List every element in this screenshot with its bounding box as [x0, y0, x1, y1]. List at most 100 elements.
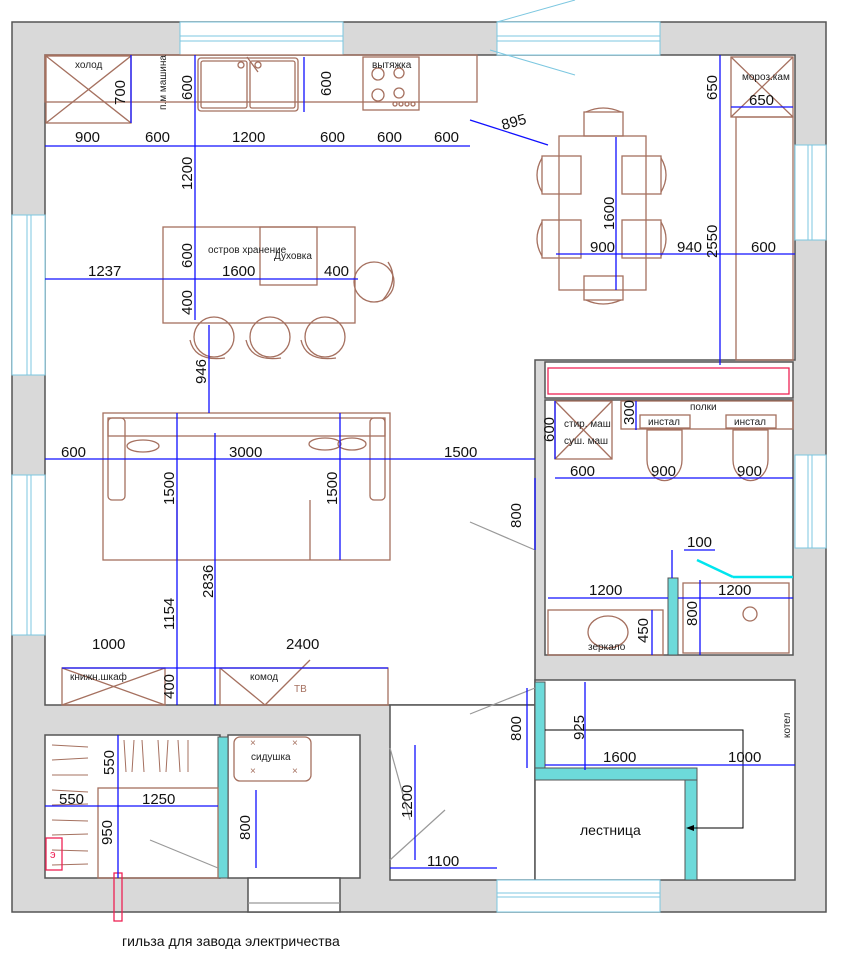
window-left-1: [11, 214, 46, 376]
dim-label: 550: [101, 750, 118, 775]
window-right-1: [794, 144, 827, 241]
seat-label: сидушка: [251, 752, 291, 763]
dim-label: 946: [193, 359, 210, 384]
entry-door-left[interactable]: [389, 747, 411, 821]
dim-label: 950: [99, 820, 116, 845]
dryer-label: суш. маш: [564, 436, 608, 447]
dim-label: 100: [687, 534, 712, 551]
dim-label: 1600: [603, 749, 636, 766]
bookcase-label: книжн.шкаф: [70, 671, 127, 683]
dim-label: 450: [635, 618, 652, 643]
dimension-labels: 900 600 1200 600 600 600 700 600 600 895…: [59, 71, 776, 870]
shower-tray: [682, 582, 790, 654]
sleeve-caption: гильза для завода электричества: [122, 933, 340, 949]
toilet-icon: [646, 429, 683, 482]
washer-label: стир. маш: [564, 419, 611, 430]
shower-drain-icon: [742, 606, 758, 622]
cooktop-icon: [362, 56, 420, 111]
shelves-label: полки: [690, 402, 717, 413]
dim-label: 600: [570, 463, 595, 480]
dim-label: 800: [508, 716, 525, 741]
dim-label: 600: [320, 129, 345, 146]
svg-text:×: ×: [250, 738, 256, 749]
shelves: [620, 400, 794, 430]
dim-label: 800: [684, 601, 701, 626]
dim-label: 895: [500, 111, 529, 134]
island: [162, 226, 395, 360]
dim-label: 1500: [324, 472, 341, 505]
freezer-label: мороз.кам: [742, 72, 790, 83]
fridge-label: холод: [75, 60, 103, 71]
dim-label: 1200: [589, 582, 622, 599]
wardrobe-shelf: [97, 787, 219, 879]
stairs-label: лестница: [580, 822, 641, 838]
svg-text:×: ×: [292, 766, 298, 777]
dim-label: 900: [590, 239, 615, 256]
window-bottom: [496, 879, 661, 913]
dim-label: 1100: [427, 853, 459, 870]
dim-label: 300: [621, 400, 638, 425]
wardrobe-door[interactable]: [149, 839, 219, 869]
dim-label: 3000: [229, 444, 262, 461]
dim-label: 1000: [728, 749, 761, 766]
dim-label: 2550: [704, 225, 721, 258]
dim-label: 800: [237, 815, 254, 840]
dim-label: 1200: [232, 129, 265, 146]
dim-label: 900: [651, 463, 676, 480]
window-top-left: [179, 21, 344, 56]
dim-label: 1600: [222, 263, 255, 280]
window-right-2: [794, 454, 827, 549]
dim-label: 600: [541, 417, 558, 442]
toilet-room: [227, 734, 361, 879]
dim-label: 1237: [88, 263, 121, 280]
dim-label: 600: [377, 129, 402, 146]
dining-set: [536, 107, 667, 305]
dim-label: 1200: [718, 582, 751, 599]
hall-door[interactable]: [469, 687, 536, 715]
right-counter: [735, 116, 794, 361]
dim-label: 600: [318, 71, 335, 96]
dim-label: 600: [61, 444, 86, 461]
window-top-right: [489, 0, 661, 76]
mirror-label: зеркало: [588, 642, 626, 653]
living-kitchen-room: [44, 54, 796, 706]
entry-door-right[interactable]: [389, 809, 446, 861]
entrance-bottom: [247, 877, 341, 913]
dim-label: 1500: [161, 472, 178, 505]
island-label: остров хранение: [208, 245, 287, 256]
dim-label: 600: [179, 243, 196, 268]
dim-label: 900: [737, 463, 762, 480]
dim-label: 1500: [444, 444, 477, 461]
dimension-lines: [45, 55, 795, 878]
install-label-1: инстал: [648, 417, 680, 428]
tv-label: ТВ: [294, 684, 307, 695]
sofa: [102, 412, 391, 561]
dim-label: 925: [571, 715, 588, 740]
dim-label: 600: [145, 129, 170, 146]
install-label-2: инстал: [734, 417, 766, 428]
doors[interactable]: [149, 521, 536, 869]
partitions: [217, 558, 793, 881]
dim-label: 650: [704, 75, 721, 100]
dim-label: 1000: [92, 636, 125, 653]
oven-label: Духовка: [274, 251, 312, 262]
bathroom-door[interactable]: [469, 521, 536, 551]
svg-text:×: ×: [250, 766, 256, 777]
dim-label: 1200: [399, 785, 416, 818]
sink-icon: [197, 56, 299, 112]
dim-label: 2400: [286, 636, 319, 653]
dim-label: 940: [677, 239, 702, 256]
dim-label: 600: [751, 239, 776, 256]
dim-label: 600: [179, 75, 196, 100]
washbasin-icon: [587, 615, 629, 649]
staircase: [545, 729, 744, 831]
bench: ××××: [233, 736, 312, 782]
dim-label: 700: [112, 80, 129, 105]
dim-label: 600: [434, 129, 459, 146]
hood-label: вытяжка: [372, 60, 412, 71]
dim-label: 2836: [200, 565, 217, 598]
rooms: [44, 54, 796, 881]
entry-corridor: [389, 704, 536, 881]
dishwasher-label: п.м машина: [158, 55, 169, 110]
